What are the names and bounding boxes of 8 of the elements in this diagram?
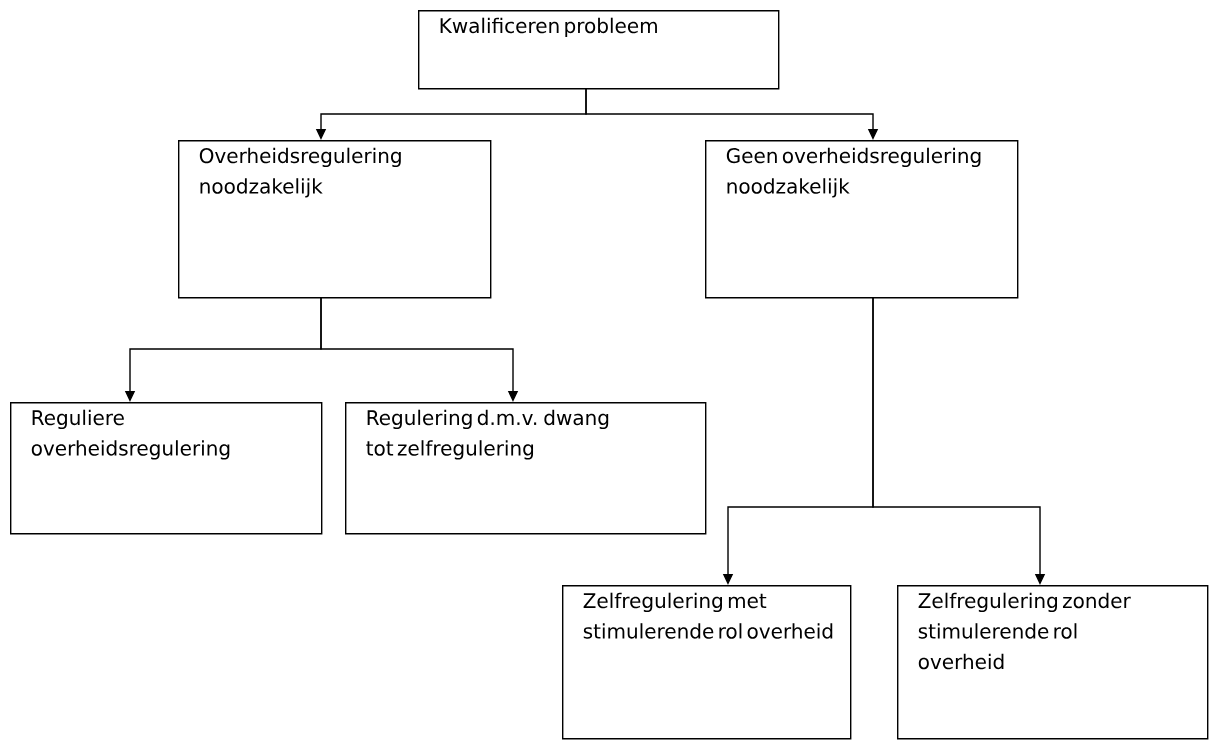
text-box: Geen overheidsregulering noodzakelijk — [705, 140, 1019, 299]
text-box: Kwalificeren probleem — [418, 10, 780, 90]
text-box: Zelfregulering met stimulerende rol overheid — [562, 585, 852, 740]
text-box: Zelfregulering zonder stimulerende rol overheid — [897, 585, 1209, 740]
arrow — [872, 296, 1046, 585]
text-box: Overheidsregulering noodzakelijk — [178, 140, 492, 299]
text-box: Reguliere overheidsregulering — [10, 402, 323, 535]
text-box: Regulering d.m.v. dwang tot zelfregulering — [345, 402, 707, 535]
